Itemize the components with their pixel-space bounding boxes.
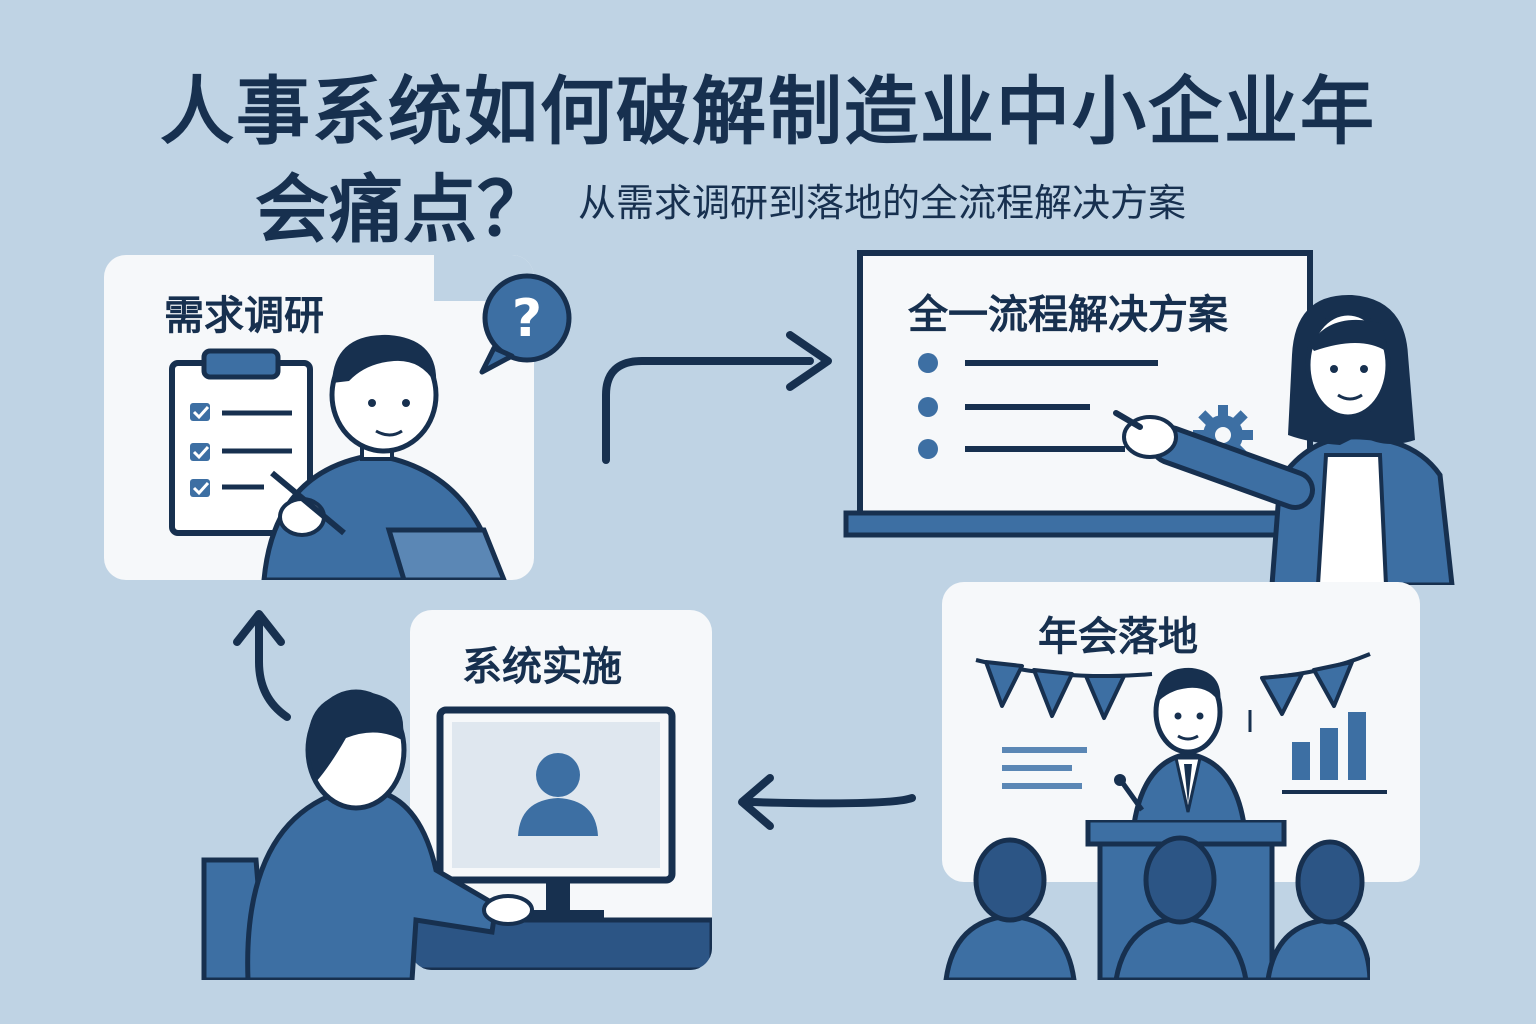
page-subtitle: 从需求调研到落地的全流程解决方案 [578, 181, 1187, 225]
presenter-figure [1113, 294, 1455, 585]
research-illustration [169, 255, 534, 580]
implementation-illustration [410, 706, 712, 970]
speaker-figure [1114, 667, 1249, 845]
landing-panel: 年会落地 [942, 582, 1420, 882]
audience-and-podium [943, 820, 1370, 980]
bar-chart-icon [1282, 712, 1387, 794]
solution-label: 全一流程解决方案 [908, 292, 1228, 338]
question-mark: ? [512, 289, 542, 349]
clipboard-icon [169, 348, 313, 536]
arrow-to-solution [602, 331, 832, 464]
page-title-continued: 会痛点？ [255, 167, 551, 253]
landing-label: 年会落地 [1038, 614, 1198, 660]
research-label: 需求调研 [164, 293, 324, 339]
researcher-figure [261, 334, 507, 580]
question-bubble-icon: ? [479, 273, 572, 375]
monitor-user-icon [436, 706, 676, 922]
page-title: 人事系统如何破解制造业中小企业年 [160, 69, 1376, 155]
implementation-label: 系统实施 [462, 644, 622, 690]
arrow-to-research [233, 610, 291, 721]
gear-icon [1193, 405, 1253, 465]
implementer-figure [201, 689, 534, 980]
bunting-icon [975, 652, 1371, 720]
implementation-panel: 系统实施 [410, 610, 712, 970]
arrow-to-implementation [738, 774, 916, 830]
research-panel: 需求调研 [104, 255, 534, 580]
solution-board [843, 250, 1455, 585]
